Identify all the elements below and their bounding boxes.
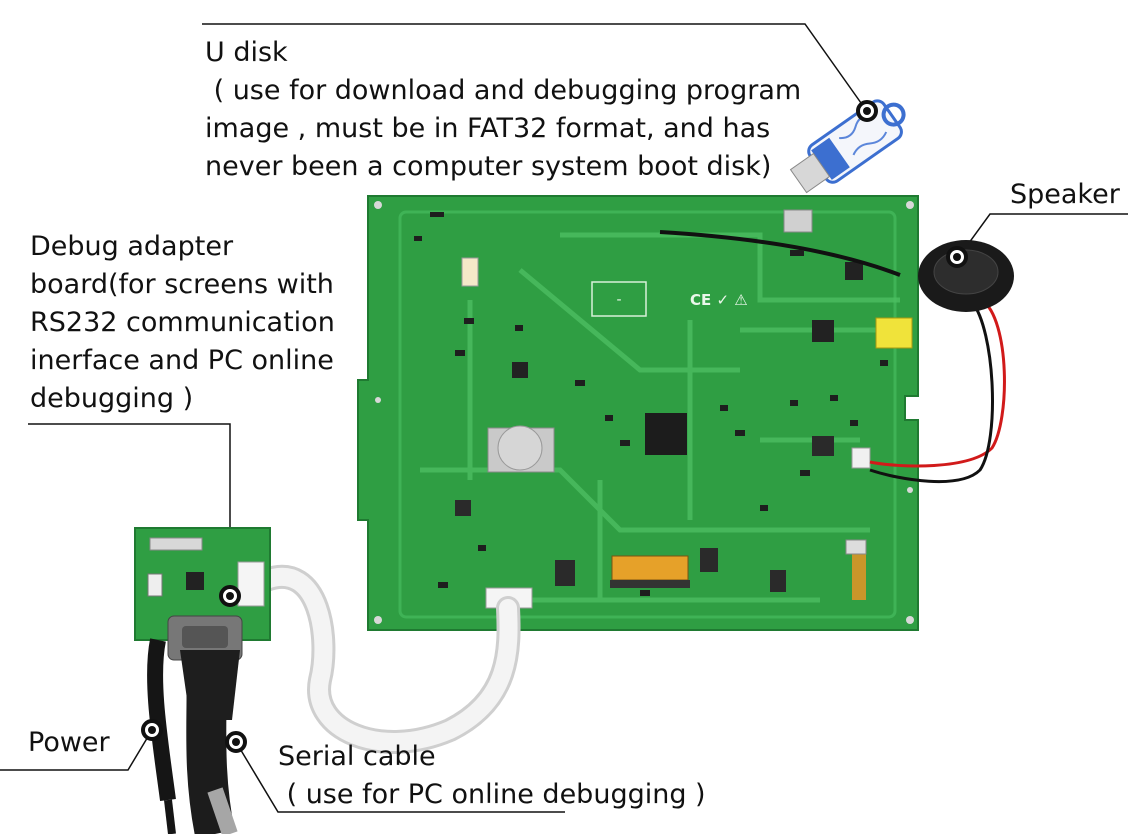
speaker-callout-dot (946, 246, 968, 268)
speaker-connector (851, 447, 871, 469)
usb-flash-drive (789, 99, 906, 194)
udisk-callout-dot (856, 100, 878, 122)
power-callout-dot (141, 719, 163, 741)
adapter-connector-top (149, 537, 203, 551)
ribbon-cable-highlight (257, 568, 518, 751)
chip-u6 (555, 560, 575, 586)
debug-adapter-label: Debug adapter board(for screens with RS2… (30, 228, 335, 418)
white-header (461, 257, 479, 287)
debug-label-line4: inerface and PC online (30, 345, 334, 376)
speaker-wire-red (869, 298, 1006, 468)
cables (147, 638, 240, 834)
pcb-inner-border (398, 210, 897, 619)
main-cpu-chip (645, 413, 687, 455)
debug-label-line2: board(for screens with (30, 269, 334, 300)
udisk-title: U disk (205, 37, 288, 68)
serial-callout-line (235, 741, 565, 813)
silkscreen-box (591, 281, 647, 317)
ribbon-flex (852, 548, 866, 600)
av-connector (875, 317, 913, 349)
usb-drive-band (811, 137, 850, 180)
serial-label-line1: Serial cable (278, 741, 436, 772)
silkscreen-cert-logos: CE ✓ ⚠ (690, 291, 748, 309)
chip-u3 (845, 262, 863, 280)
serial-cable-strain (180, 650, 240, 720)
speaker-wire-black (869, 301, 994, 483)
flex-connector (845, 539, 867, 555)
usb-port (783, 209, 813, 233)
debug-label-line1: Debug adapter (30, 231, 234, 262)
adapter-chip (186, 572, 204, 590)
main-pcb: - CE ✓ ⚠ (357, 195, 919, 631)
udisk-desc-line2: image , must be in FAT32 format, and has (205, 113, 771, 144)
db9-face (182, 626, 228, 648)
display-connector-base (610, 580, 690, 588)
pcb-outline (357, 195, 919, 631)
speaker-label: Speaker (1010, 179, 1120, 210)
debug-adapter-board (134, 527, 271, 661)
serial-cable-label: Serial cable ( use for PC online debuggi… (278, 738, 706, 814)
chip-u7 (700, 548, 718, 572)
smd-components (414, 212, 888, 596)
antenna-wire (659, 230, 901, 277)
debug-label-line5: debugging ) (30, 383, 194, 414)
adapter-switch (147, 573, 163, 597)
chip-u5 (812, 436, 834, 456)
usb-drive-loop (881, 102, 906, 127)
display-connector (611, 555, 689, 581)
udisk-callout-line (202, 23, 867, 111)
ribbon-cable (254, 565, 521, 754)
udisk-desc-line3: never been a computer system boot disk) (205, 151, 772, 182)
chip-u4 (512, 362, 528, 378)
mounting-holes (374, 201, 914, 624)
chip-u8 (455, 500, 471, 516)
power-cable (164, 799, 176, 834)
serial-cable-end (207, 787, 238, 834)
chip-u9 (770, 570, 786, 592)
udisk-desc-line1: ( use for download and debugging program (205, 75, 802, 106)
chip-u2 (812, 320, 834, 342)
rtc-battery (497, 425, 543, 471)
udisk-label: U disk ( use for download and debugging … (205, 34, 801, 186)
serial-callout-dot (225, 731, 247, 753)
adapter-header (237, 561, 265, 607)
power-callout-line (0, 729, 153, 771)
serial-label-line2: ( use for PC online debugging ) (278, 779, 706, 810)
debug-callout-dot (219, 585, 241, 607)
power-label: Power (28, 727, 110, 758)
silkscreen-box-mark: - (616, 292, 621, 308)
power-plug (147, 638, 176, 802)
usb-drive-plug (789, 152, 831, 194)
debug-label-line3: RS232 communication (30, 307, 335, 338)
